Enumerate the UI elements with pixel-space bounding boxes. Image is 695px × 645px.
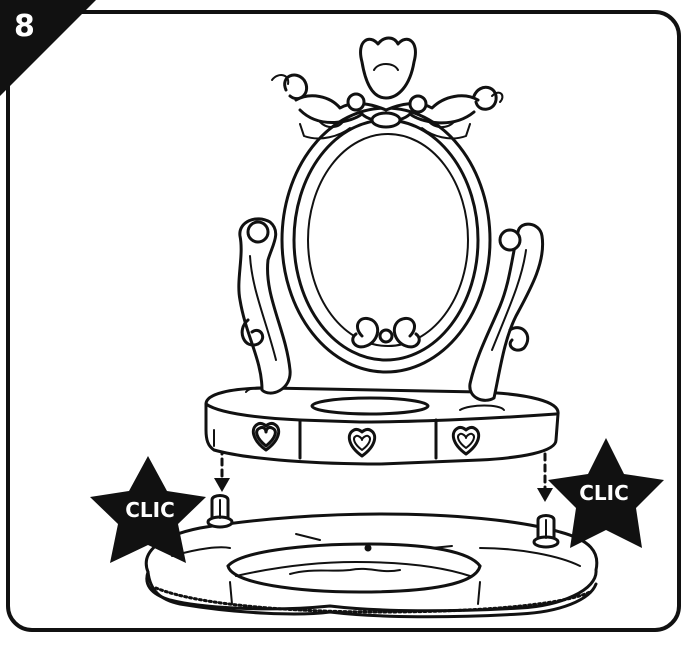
right-peg — [534, 516, 558, 548]
clic-label-right: CLIC — [579, 481, 629, 505]
star-icon: CLIC — [548, 438, 664, 548]
left-peg — [208, 496, 232, 528]
oval-mirror — [282, 108, 490, 372]
arrow-down-icon — [537, 454, 553, 502]
vanity-base — [146, 514, 597, 617]
mirror-crown-ornament — [272, 38, 502, 138]
clic-label-left: CLIC — [125, 498, 175, 522]
vanity-drawer-unit — [206, 388, 558, 465]
